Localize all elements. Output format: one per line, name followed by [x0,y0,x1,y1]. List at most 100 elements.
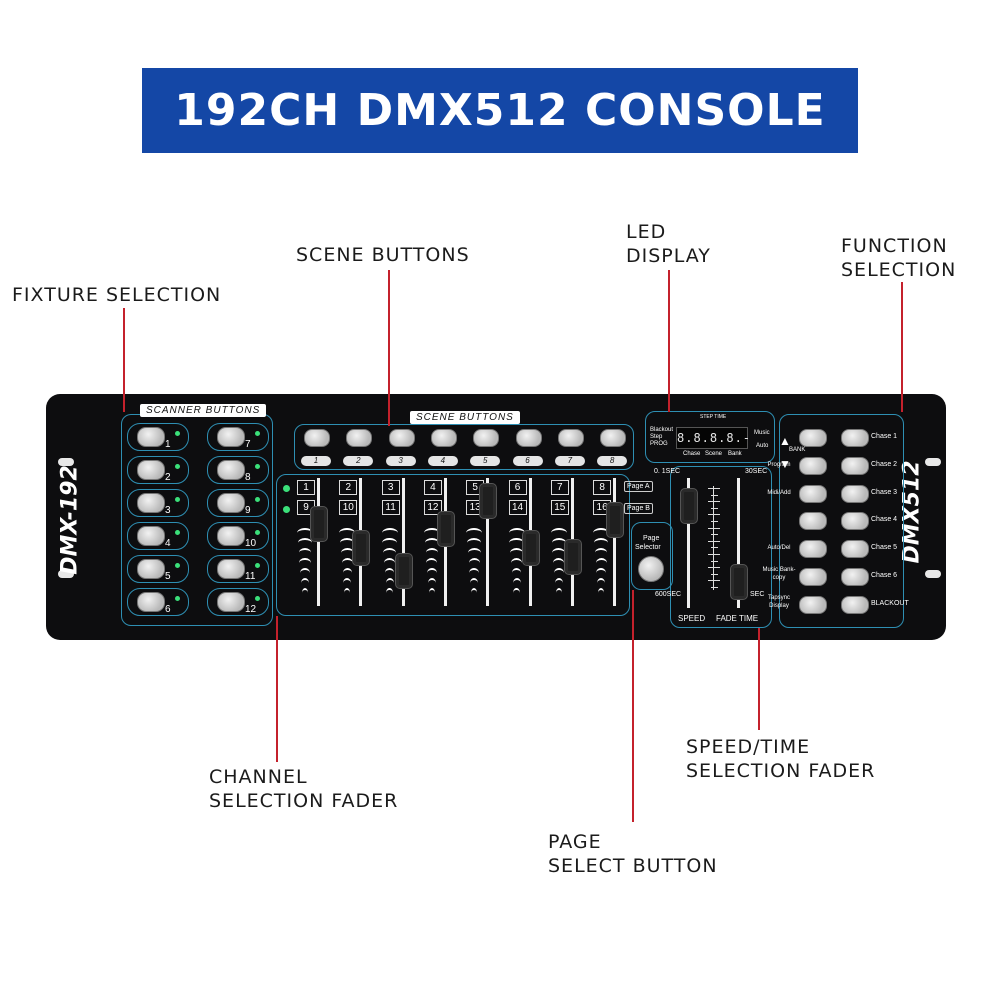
fader-scale-mark [595,558,607,568]
fader-scale-mark [597,588,605,598]
scene-button[interactable] [430,429,457,447]
leader-function [901,282,903,412]
fader-scale-mark [344,588,351,598]
scene-button[interactable] [600,429,627,447]
scanner-button-frame [127,423,189,451]
brand-dmx192: DMX-192 [57,465,83,575]
channel-fader-knob[interactable] [606,501,625,538]
scanner-button-frame [207,522,269,550]
speed-top-left-label: 0. 1SEC [654,468,681,475]
fade-fader-track [737,478,740,608]
scanner-button-frame [127,522,189,550]
fader-scale-mark [554,578,563,588]
function-button[interactable] [799,456,827,475]
scanner-button[interactable] [217,493,245,513]
leader-speed [758,628,760,730]
fader-scale-mark [555,588,562,598]
scanner-button[interactable] [137,493,165,513]
scanner-button[interactable] [217,559,245,579]
fader-scale-mark [553,558,565,568]
callout-page-line1: PAGE [548,831,602,853]
callout-function-line2: SELECTION [841,259,957,281]
speed-fader-knob[interactable] [680,487,698,524]
bank-down-icon[interactable]: ▼ [779,457,791,471]
scanner-button[interactable] [137,592,165,612]
scanner-led [175,431,180,436]
scanner-number: 4 [165,538,171,549]
page-b-led [283,506,290,513]
chase-button[interactable] [841,456,869,475]
fader-scale-mark [554,568,564,578]
fader-scale-mark [512,578,521,588]
fader-scale-mark [382,538,397,548]
bank-label: BANK [789,447,806,453]
scanner-button[interactable] [217,526,245,546]
scene-button[interactable] [388,429,415,447]
function-button[interactable] [799,429,827,447]
function-button[interactable] [799,568,827,586]
scene-number: 7 [554,456,585,466]
scanner-button-frame [127,588,189,616]
function-label: Auto/Del [767,545,791,552]
channel-fader-knob[interactable] [479,482,498,519]
scanner-button[interactable] [217,460,245,480]
speed-bottom-right-label: SEC [750,591,765,598]
fader-scale-mark [513,588,520,598]
scanner-number: 8 [245,472,251,483]
channel-fader-knob[interactable] [521,529,540,566]
function-button[interactable] [799,484,827,503]
callout-page-line2: SELECT BUTTON [548,855,718,877]
function-button[interactable] [799,595,827,614]
fader-scale-mark [593,538,609,548]
chase-button[interactable] [841,568,869,586]
function-button[interactable] [799,540,827,559]
scanner-led [175,596,180,601]
channel-fader-knob[interactable] [394,553,413,590]
scanner-button-frame [207,456,269,484]
function-button[interactable] [799,512,827,531]
chase-button[interactable] [841,512,869,531]
leader-led [668,270,670,412]
chase-button[interactable] [841,540,869,559]
callout-led-display: LED DISPLAY [626,220,711,268]
page-select-button[interactable] [638,556,664,582]
speed-scale-tick [708,580,720,582]
scene-button[interactable] [346,429,373,447]
fader-scale-mark [383,548,396,558]
fader-scale-mark [297,528,313,538]
scanner-button[interactable] [217,592,245,612]
chase-button[interactable] [841,595,869,614]
scanner-led [175,530,180,535]
bank-up-icon[interactable]: ▲ [779,434,791,448]
channel-fader-knob[interactable] [310,506,328,543]
scanner-number: 11 [245,571,256,582]
scene-button[interactable] [515,429,542,447]
channel-number-bottom: 15 [550,500,569,515]
scene-button[interactable] [304,429,330,447]
led-display-panel [645,411,775,463]
chase-button[interactable] [841,484,869,503]
channel-fader-knob[interactable] [436,510,455,547]
scene-number: 2 [343,456,374,466]
scanner-button[interactable] [137,526,165,546]
callout-scene-buttons: SCENE BUTTONS [296,244,470,266]
scanner-button[interactable] [137,559,165,579]
channel-fader-knob[interactable] [352,529,371,566]
scanner-button[interactable] [217,427,245,447]
fader-scale-mark [340,538,355,548]
speed-scale-tick [708,554,720,555]
fader-scale-mark [594,548,608,558]
scene-button[interactable] [473,429,500,447]
channel-number-top: 6 [508,480,527,495]
page-selector-label-1: Page [643,535,660,542]
fader-scale-mark [298,548,312,558]
scene-button[interactable] [557,429,584,447]
page-title: 192CH DMX512 CONSOLE [174,85,826,136]
speed-scale-tick [710,534,718,536]
channel-fader-knob[interactable] [563,539,582,576]
scanner-button[interactable] [137,427,165,447]
fade-time-fader-knob[interactable] [730,564,748,601]
fader-scale-mark [343,578,352,588]
chase-button[interactable] [841,429,869,447]
scanner-button[interactable] [137,460,165,480]
